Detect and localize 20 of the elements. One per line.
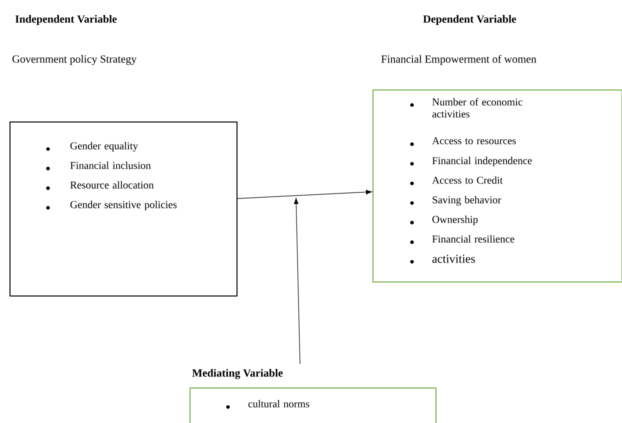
list-item: Number of economic activities	[432, 98, 522, 118]
subheading: Financial Empowerment of women	[381, 54, 536, 66]
subheading: Government policy Strategy	[12, 55, 137, 65]
list-item: activities	[432, 254, 475, 263]
list-item: Access to resources	[432, 137, 516, 144]
list-item: Saving behavior	[432, 196, 502, 206]
arrow	[294, 198, 300, 364]
heading: Dependent Variable	[423, 15, 516, 25]
heading: Independent Variable	[15, 15, 117, 25]
heading: Mediating Variable	[192, 368, 283, 380]
list-item: cultural norms	[248, 400, 310, 408]
list-item: Financial resilience	[432, 235, 514, 243]
list-item: Access to Credit	[432, 176, 503, 184]
list-item: Financial independence	[432, 156, 532, 166]
list-item: Resource allocation	[70, 181, 154, 189]
list-item: Ownership	[432, 216, 478, 226]
arrow	[236, 190, 372, 199]
list-item: Gender sensitive policies	[70, 200, 177, 210]
list-item: Gender equality	[70, 142, 138, 152]
list-item: Financial inclusion	[70, 162, 151, 169]
